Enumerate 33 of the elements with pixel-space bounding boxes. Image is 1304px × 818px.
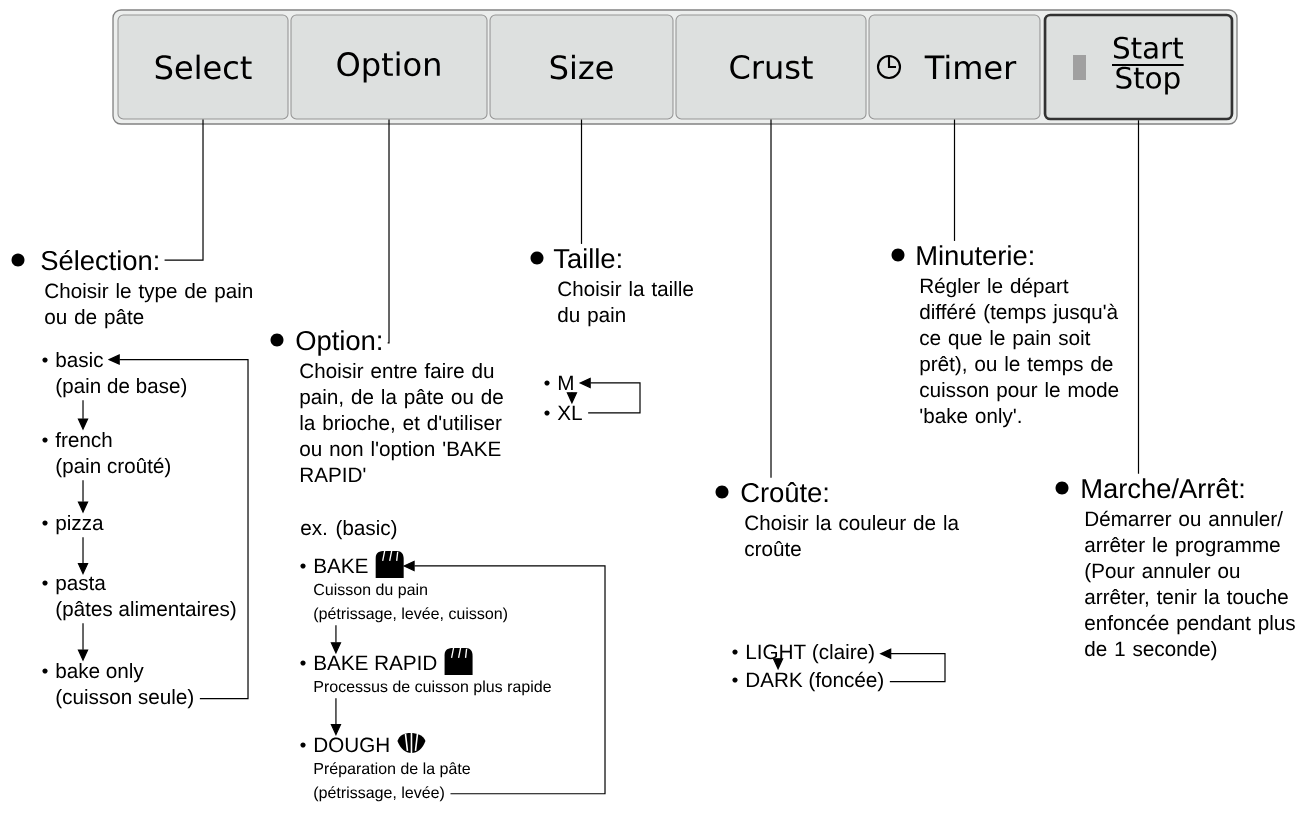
panel-button: Crust [675, 14, 867, 120]
option-item: XL [557, 405, 582, 420]
arrow [77, 536, 89, 575]
description-text: Sélection: Choisir le type de pain ou de pâte [41, 249, 252, 329]
option-item: french (pain croûté) [55, 432, 170, 478]
panel-button: Timer [868, 14, 1041, 120]
option-item: DOUGH Préparation de la pâte (pétrissage, levée) [314, 737, 470, 802]
description-text: Croûte: Choisir la couleur de la croûte [741, 482, 959, 557]
option-item: basic (pain de base) [56, 352, 187, 398]
description-text: Minuterie: Régler le départ différé (temps jusqu'à ce que le pain soit prêt), ou le temps de cuisson pour le mode 'bake only'. [917, 245, 1119, 428]
leader-line [1137, 119, 1140, 475]
description-text: Taille: Choisir la taille du pain [553, 248, 693, 327]
option-item: bake only (cuisson seule) [56, 663, 193, 709]
option-item: pasta (pâtes alimentaires) [56, 576, 236, 621]
leader-line [164, 118, 204, 261]
example-note: ex. (basic) [301, 520, 397, 540]
panel-button: Size [489, 14, 674, 120]
panel-button: Start Stop [1043, 13, 1234, 121]
option-item: DARK (foncée) [746, 671, 883, 692]
panel-button: Option [290, 14, 488, 120]
arrow [330, 697, 342, 736]
option-item: LIGHT (claire) [746, 644, 874, 664]
description-text: Option: Choisir entre faire du pain, de la pâte ou de la brioche, et d'utiliser ou non l'option 'BAKE RAPID' [296, 330, 503, 482]
option-item: BAKE Cuisson du pain (pétrissage, levée, cuisson) [314, 558, 507, 623]
leader-line [580, 118, 583, 245]
leader-line [387, 118, 390, 344]
panel-button: Select [117, 14, 289, 120]
option-item: BAKE RAPID Processus de cuisson plus rapide [314, 655, 551, 696]
option-item: M [558, 375, 573, 390]
option-item: pizza [56, 515, 104, 535]
description-text: Marche/Arrêt: Démarrer ou annuler/ arrêter le programme (Pour annuler ou arrêter, tenir la touche enfoncée pendant plus de 1 seconde) [1082, 478, 1295, 661]
leader-line [770, 118, 772, 479]
leader-line [953, 118, 956, 242]
